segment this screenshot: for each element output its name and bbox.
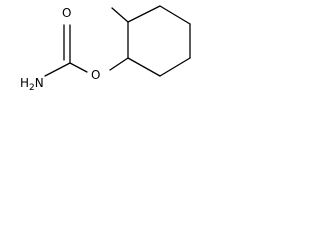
- ring-oxygen-bond: [109, 57, 129, 71]
- carbonyl-nitrogen-bond: [44, 62, 71, 77]
- ring-bond: [127, 57, 161, 77]
- amine-nitrogen-label: N: [35, 76, 44, 90]
- methyl-bond: [111, 7, 129, 23]
- ester-oxygen-label: O: [91, 68, 100, 82]
- amine-group-label: H2N: [20, 76, 44, 93]
- ring-bond: [159, 57, 191, 77]
- ring-bond: [127, 5, 161, 23]
- carbonyl-double-bond: [63, 24, 71, 64]
- oxygen-carbonyl-bond: [69, 62, 88, 73]
- amine-hydrogen-label: H: [20, 76, 29, 90]
- carbonyl-oxygen-label: O: [62, 6, 71, 20]
- cyclohexane-ring: [127, 5, 191, 77]
- ring-bond: [159, 5, 191, 25]
- structural-formula: O O H2N: [20, 5, 191, 93]
- amine-hydrogen-count: 2: [29, 83, 35, 93]
